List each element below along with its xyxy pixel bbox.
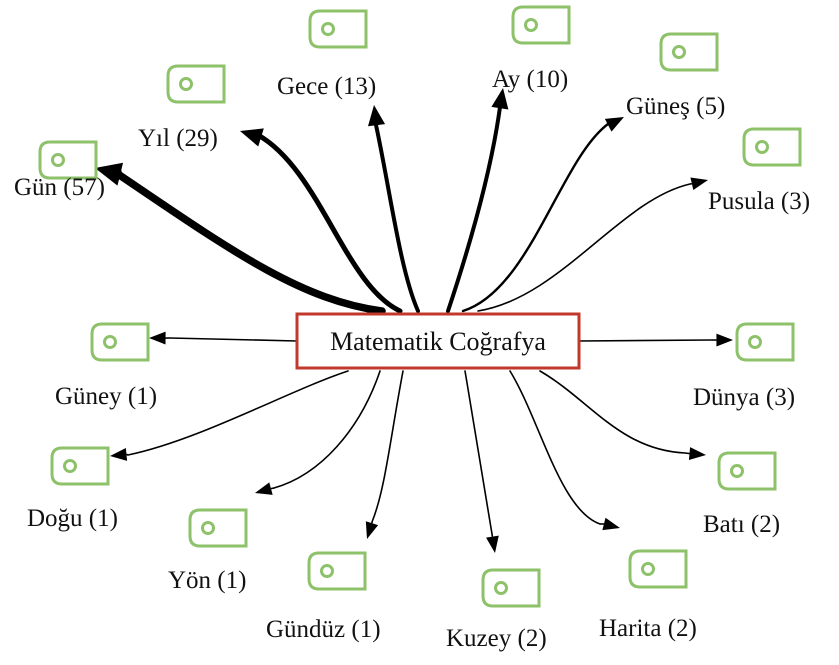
tag-icon-body [308,9,368,49]
tag-icon [628,549,688,589]
edge-tail-gun [110,166,122,178]
edge-guney [169,337,298,342]
arrowhead-gunduz [365,521,379,539]
edge-yon [273,370,381,489]
tag-icon [735,322,795,362]
tag-icon [307,551,367,591]
tag-icon [308,9,368,49]
tag-icon-body [90,322,150,362]
tag-icon [659,32,719,72]
tag-icon-hole [63,459,77,473]
node-label-guney: Güney (1) [55,383,157,410]
icons-layer [38,5,802,608]
node-label-dunya: Dünya (3) [693,384,795,411]
edges-layer [95,88,733,553]
tag-icon [188,508,248,548]
edge-dunya [578,339,713,342]
edge-tail-yil [256,133,263,140]
center-node: Matematik Coğrafya [295,312,581,370]
tag-icon-body [511,5,571,45]
arrowhead-gunes [604,117,624,132]
tag-icon-body [742,127,802,167]
tag-icon-body [188,508,248,548]
tag-icon-hole [730,464,744,478]
node-label-yon: Yön (1) [168,567,246,594]
arrowhead-pusula [690,177,708,191]
arrowhead-yil [240,128,264,147]
edge-tail-yon [270,487,275,490]
arrowhead-gece [368,105,386,127]
arrowhead-harita [602,517,620,531]
arrowhead-bati [688,447,706,460]
center-box [295,312,581,370]
edge-gece [374,123,420,313]
edge-pusula [477,183,691,312]
tag-icon-hole [103,335,117,349]
edge-gunes [461,122,610,313]
node-label-gece: Gece (13) [277,73,376,100]
node-label-gunduz: Gündüz (1) [266,616,381,643]
node-label-bati: Batı (2) [703,511,780,538]
edge-kuzey [464,370,493,535]
tag-icon-hole [494,581,508,595]
tag-icon-body [659,32,719,72]
node-label-harita: Harita (2) [599,615,697,642]
node-label-yil: Yıl (29) [138,125,218,152]
arrowhead-dogu [110,448,128,461]
arrowhead-kuzey [486,535,499,553]
tag-icon-hole [524,18,538,32]
tag-icon [90,322,150,362]
edge-bati [539,370,686,454]
edge-tail-bati [684,452,690,455]
tag-icon-body [717,451,777,491]
node-label-gun: Gün (57) [14,174,105,201]
tag-icon-hole [179,77,193,91]
tag-icon-hole [201,521,215,535]
tag-icon [166,64,226,104]
tag-icon [511,5,571,45]
tag-icon-hole [755,140,769,154]
edge-ay [446,105,502,313]
edge-tail-dogu [126,453,129,456]
tag-icon-hole [672,45,686,59]
node-label-ay: Ay (10) [492,66,568,93]
tag-icon-body [481,568,541,608]
edge-gun [108,166,386,315]
edge-harita [509,370,601,525]
tag-icon-body [50,446,110,486]
node-label-pusula: Pusula (3) [708,188,810,215]
node-label-gunes: Güneş (5) [626,93,725,120]
node-label-dogu: Doğu (1) [27,505,118,532]
edge-dogu [127,370,349,456]
edge-gunduz [371,370,404,523]
tag-icon [38,140,98,180]
tag-icon-body [166,64,226,104]
tag-icon [742,127,802,167]
arrowhead-dunya [716,333,733,347]
center-label: Matematik Coğrafya [330,327,546,356]
tag-icon-hole [321,22,335,36]
tag-icon-hole [320,564,334,578]
arrowhead-yon [255,482,273,495]
edge-yil [255,132,403,314]
tag-icon-body [735,322,795,362]
labels-layer: Gün (57) Yıl (29) Gece (13) Ay (10) Güneş (5… [14,66,810,652]
tag-icon [481,568,541,608]
node-label-kuzey: Kuzey (2) [446,625,547,652]
arrowhead-ay [491,88,509,110]
tag-icon-hole [641,562,655,576]
tag-icon-body [307,551,367,591]
tag-icon [50,446,110,486]
tag-icon-hole [748,335,762,349]
tag-icon [717,451,777,491]
tag-icon-body [628,549,688,589]
tag-icon-body [38,140,98,180]
tag-icon-hole [51,153,65,167]
arrowhead-guney [149,331,166,345]
